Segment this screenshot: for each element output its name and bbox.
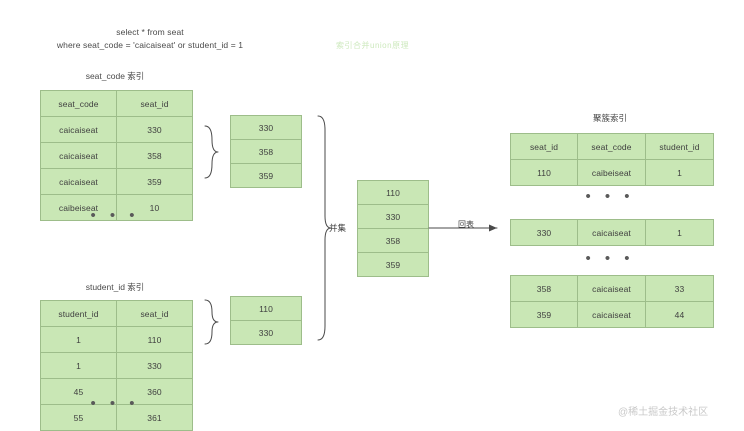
list-item: 359 xyxy=(357,252,429,277)
table-row: caibeiseat 10 xyxy=(40,194,193,221)
clustered-index-caption: 聚簇索引 xyxy=(592,113,627,123)
table-cell: 360 xyxy=(116,378,193,405)
table-row: 358 caicaiseat 33 xyxy=(510,275,714,302)
list-cell: 359 xyxy=(357,252,429,277)
union-label: 并集 xyxy=(329,223,347,233)
table-cell: 110 xyxy=(116,326,193,353)
list-cell: 110 xyxy=(357,180,429,205)
column-header: student_id xyxy=(40,300,117,327)
table-row: caicaiseat 359 xyxy=(40,168,193,195)
table-cell: 1 xyxy=(40,352,117,379)
table-header-row: seat_id seat_code student_id xyxy=(510,133,714,160)
table-header-row: seat_code seat_id xyxy=(40,90,193,117)
table-row: 110 caibeiseat 1 xyxy=(510,159,714,186)
table-cell: 110 xyxy=(510,159,578,186)
student-id-index-ellipsis: • • • xyxy=(90,395,140,412)
column-header: seat_id xyxy=(116,300,193,327)
clustered-index-ellipsis-1: • • • xyxy=(585,188,635,205)
table-cell: 361 xyxy=(116,404,193,431)
table-row: 45 360 xyxy=(40,378,193,405)
list-cell: 358 xyxy=(230,139,302,164)
union-result-list: 110 330 358 359 xyxy=(357,180,429,277)
corner-watermark-text: @稀土掘金技术社区 xyxy=(618,407,709,418)
sql-query-block: select * from seat where seat_code = 'ca… xyxy=(20,26,280,52)
table-row: caicaiseat 330 xyxy=(40,116,193,143)
table-cell: 1 xyxy=(645,159,714,186)
seat-code-match-list: 330 358 359 xyxy=(230,115,302,188)
list-item: 359 xyxy=(230,163,302,188)
column-header: seat_id xyxy=(116,90,193,117)
column-header: seat_code xyxy=(577,133,646,160)
table-cell: 330 xyxy=(116,352,193,379)
table-cell: caicaiseat xyxy=(577,219,646,246)
list-cell: 330 xyxy=(230,320,302,345)
list-item: 110 xyxy=(230,296,302,321)
table-row: 1 110 xyxy=(40,326,193,353)
table-cell: caicaiseat xyxy=(577,301,646,328)
list-cell: 330 xyxy=(230,115,302,140)
list-cell: 110 xyxy=(230,296,302,321)
table-cell: caicaiseat xyxy=(40,116,117,143)
table-cell: 44 xyxy=(645,301,714,328)
list-item: 358 xyxy=(230,139,302,164)
table-cell: 55 xyxy=(40,404,117,431)
clustered-index-table-block-3: 358 caicaiseat 33 359 caicaiseat 44 xyxy=(510,275,714,328)
table-cell: caibeiseat xyxy=(40,194,117,221)
seat-code-index-ellipsis: • • • xyxy=(90,207,140,224)
clustered-index-ellipsis-2: • • • xyxy=(585,250,635,267)
column-header: seat_code xyxy=(40,90,117,117)
list-cell: 358 xyxy=(357,228,429,253)
sql-query-line-1: select * from seat xyxy=(116,27,184,37)
table-cell: 359 xyxy=(510,301,578,328)
brace-student-id xyxy=(204,299,219,345)
arrow-lookup-head xyxy=(489,224,497,232)
table-cell: 10 xyxy=(116,194,193,221)
table-cell: 358 xyxy=(116,142,193,169)
list-item: 330 xyxy=(230,115,302,140)
table-cell: 359 xyxy=(116,168,193,195)
table-cell: 1 xyxy=(645,219,714,246)
student-id-match-list: 110 330 xyxy=(230,296,302,345)
table-row: caicaiseat 358 xyxy=(40,142,193,169)
list-item: 330 xyxy=(357,204,429,229)
clustered-index-table-block-1: seat_id seat_code student_id 110 caibeis… xyxy=(510,133,714,186)
table-row: 330 caicaiseat 1 xyxy=(510,219,714,246)
student-id-index-caption: student_id 索引 xyxy=(85,282,145,292)
table-cell: 358 xyxy=(510,275,578,302)
list-cell: 359 xyxy=(230,163,302,188)
brace-seat-code xyxy=(204,125,219,179)
student-id-index-table: student_id seat_id 1 110 1 330 45 360 55… xyxy=(40,300,193,431)
table-row: 1 330 xyxy=(40,352,193,379)
table-cell: 1 xyxy=(40,326,117,353)
list-item: 110 xyxy=(357,180,429,205)
table-cell: 33 xyxy=(645,275,714,302)
list-cell: 330 xyxy=(357,204,429,229)
table-header-row: student_id seat_id xyxy=(40,300,193,327)
sql-query-line-2: where seat_code = 'caicaiseat' or studen… xyxy=(56,40,244,50)
table-cell: caicaiseat xyxy=(40,168,117,195)
table-row: 359 caicaiseat 44 xyxy=(510,301,714,328)
lookup-label: 回表 xyxy=(457,219,475,230)
list-item: 330 xyxy=(230,320,302,345)
table-cell: caicaiseat xyxy=(577,275,646,302)
clustered-index-table-block-2: 330 caicaiseat 1 xyxy=(510,219,714,246)
seat-code-index-table: seat_code seat_id caicaiseat 330 caicais… xyxy=(40,90,193,221)
table-cell: caibeiseat xyxy=(577,159,646,186)
table-row: 55 361 xyxy=(40,404,193,431)
list-item: 358 xyxy=(357,228,429,253)
column-header: seat_id xyxy=(510,133,578,160)
green-watermark-text: 索引合并union原理 xyxy=(336,41,410,50)
table-cell: 330 xyxy=(116,116,193,143)
seat-code-index-caption: seat_code 索引 xyxy=(85,71,145,81)
column-header: student_id xyxy=(645,133,714,160)
table-cell: caicaiseat xyxy=(40,142,117,169)
table-cell: 330 xyxy=(510,219,578,246)
